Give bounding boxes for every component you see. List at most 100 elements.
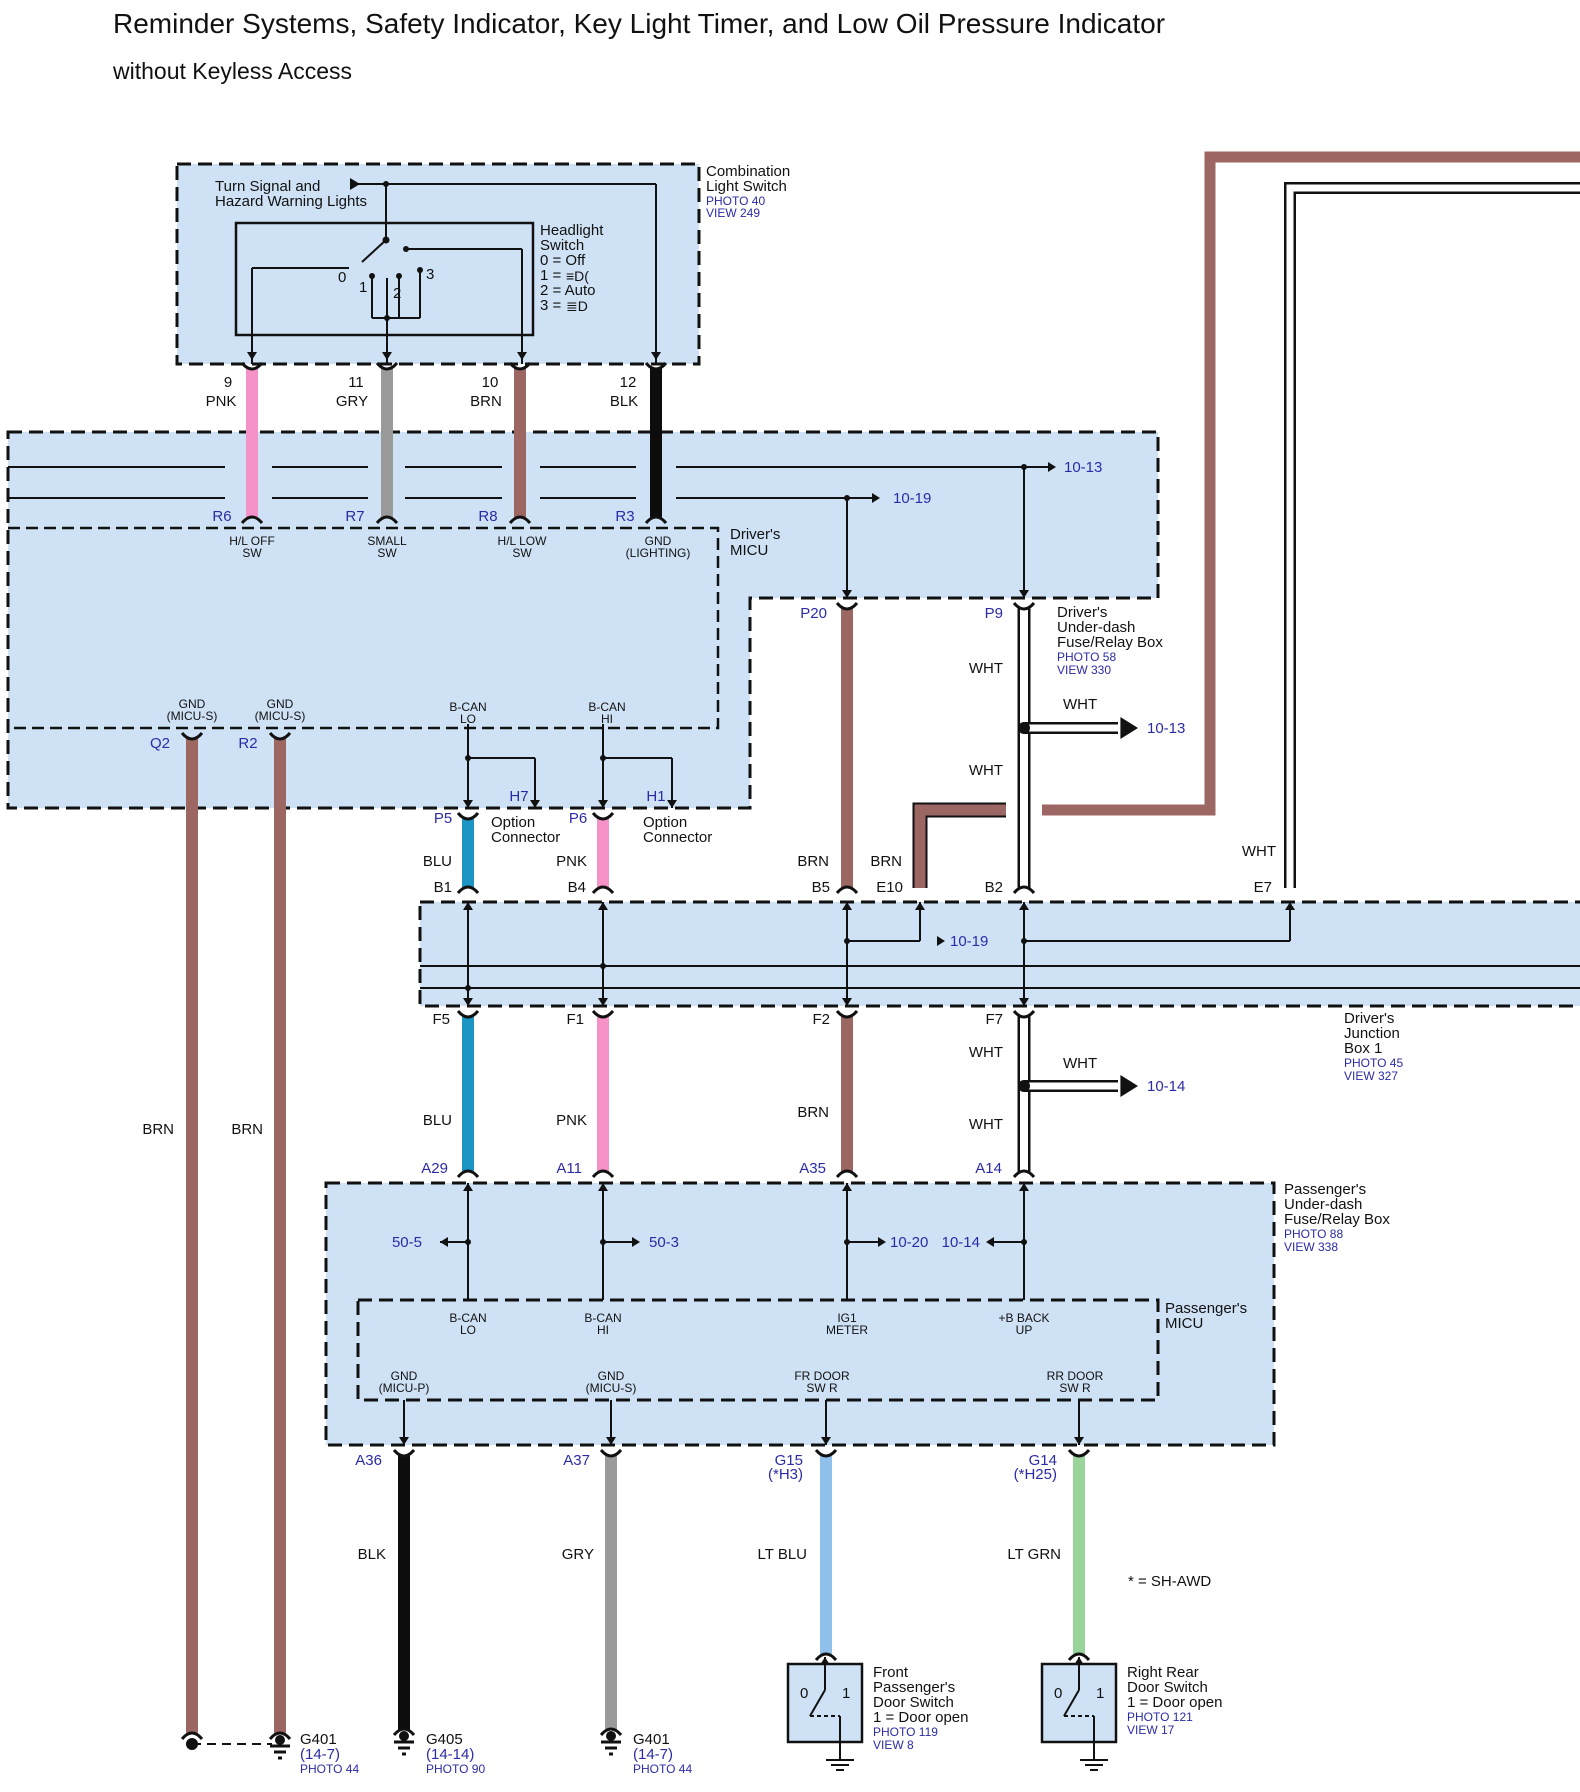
wire-1-terminal-1: [375, 515, 399, 525]
ref-50-5: 50-5: [392, 1234, 422, 1251]
arrow-34: [632, 1237, 640, 1247]
drivers-underdash-name-2: Under-dash: [1057, 619, 1135, 636]
passenger-underdash-pin-0: A29: [421, 1160, 448, 1177]
bcan-hi-label-b: HI: [601, 712, 613, 726]
arrow-25: [606, 1437, 616, 1445]
pin-g15-alt: (*H3): [768, 1466, 803, 1483]
rear-door-name-3: 1 = Door open: [1127, 1694, 1223, 1711]
pin-r2: R2: [238, 735, 257, 752]
ground-1-ref: (14-14): [426, 1746, 474, 1763]
junction-bottom-pin-0: F5: [432, 1011, 450, 1028]
rear-door-photo: PHOTO 121: [1127, 1710, 1193, 1724]
passenger-micu-output-3-a: RR DOOR: [1047, 1369, 1104, 1383]
headlight-switch-label-1: Headlight: [540, 222, 604, 239]
drivers-junction-name-2: Junction: [1344, 1025, 1400, 1042]
combo-switch-name-2: Light Switch: [706, 178, 787, 195]
parking-light-icon: ≡D(: [566, 268, 589, 284]
junction-dot-1: [1021, 464, 1027, 470]
wire-label-lt-grn: LT GRN: [1007, 1546, 1061, 1563]
wire-label-lt-blu: LT BLU: [758, 1546, 807, 1563]
arrow-16: [463, 998, 473, 1006]
ref-50-3: 50-3: [649, 1234, 679, 1251]
junction-dot-9: [600, 1239, 606, 1245]
front-door-name-3: Door Switch: [873, 1694, 954, 1711]
right-rear-door-switch: [1040, 1657, 1118, 1771]
pin-a36: A36: [355, 1452, 382, 1469]
headlight-pos-2: 2 = Auto: [540, 282, 595, 299]
combination-switch-box: [175, 162, 701, 366]
combo-switch-name-1: Combination: [706, 163, 790, 180]
drivers-junction-photo: PHOTO 45: [1344, 1056, 1403, 1070]
arrow-13: [915, 902, 925, 910]
wire-2-terminal-0: [508, 361, 532, 371]
wire-label-pnk-1: PNK: [556, 853, 587, 870]
passenger-micu-input-0-b: LO: [460, 1323, 476, 1337]
wire-label-brn-3: BRN: [797, 1104, 829, 1121]
gnd-r2-label-b: (MICU-S): [255, 709, 306, 723]
passenger-micu-output-0-b: (MICU-P): [379, 1381, 430, 1395]
arrow-2: [517, 352, 527, 360]
option-connector-1-b: Connector: [491, 829, 560, 846]
drivers-micu-name-1: Driver's: [730, 526, 780, 543]
junction-bottom-pin-3: F7: [985, 1011, 1003, 1028]
micu-input-label-3-a: GND: [645, 534, 672, 548]
ground-0-ref: (14-7): [300, 1746, 340, 1763]
wire-label-wht-6: WHT: [1063, 1055, 1097, 1072]
bcan-lo-label-a: B-CAN: [449, 700, 486, 714]
passenger-micu-input-1-a: B-CAN: [584, 1311, 621, 1325]
arrow-9: [667, 800, 677, 808]
pin-a37: A37: [563, 1452, 590, 1469]
ground-2-name: G401: [633, 1731, 670, 1748]
drivers-underdash-view: VIEW 330: [1057, 663, 1111, 677]
wire-label-wht-1: WHT: [969, 660, 1003, 677]
headlight-switch-label-2: Switch: [540, 237, 584, 254]
arrow-3: [651, 352, 661, 360]
wire-brn-top-route: [1042, 151, 1580, 816]
micu-input-label-1-b: SW: [377, 546, 397, 560]
wire-8-terminal-1: [456, 885, 480, 895]
wire-wht-e7-route-fill: [1286, 184, 1580, 888]
drivers-micu-inner-border: [8, 526, 720, 730]
passengers-micu-name-1: Passenger's: [1165, 1300, 1247, 1317]
wire-11-terminal-1: [591, 1169, 615, 1179]
wire-3-terminal-0: [644, 361, 668, 371]
arrow-markers: [247, 352, 1295, 1665]
wire-14-terminal-1: [392, 1727, 416, 1737]
passenger-underdash-pin-1: A11: [556, 1160, 582, 1177]
wire-segments: [180, 361, 1091, 1741]
pin-q2: Q2: [150, 735, 170, 752]
ref-10-19-a: 10-19: [893, 490, 931, 507]
gnd-r2-label-a: GND: [267, 697, 294, 711]
wire-15-terminal-1: [599, 1727, 623, 1737]
gnd-q2-label-a: GND: [179, 697, 206, 711]
wire-17-terminal-0: [1067, 1448, 1091, 1458]
wire-12-terminal-0: [835, 1009, 859, 1019]
switch-num-1: 1: [359, 279, 367, 296]
passengers-underdash-name-2: Under-dash: [1284, 1196, 1362, 1213]
color-pnk-top: PNK: [206, 393, 237, 410]
drivers-micu-bus-lines: [8, 466, 1048, 808]
ground-0-name: G401: [300, 1731, 337, 1748]
ground-1-photo: PHOTO 90: [426, 1762, 485, 1776]
junction-top-pin-5: E7: [1254, 879, 1272, 896]
passenger-micu-input-2-b: METER: [826, 1323, 868, 1337]
ref-10-13-b: 10-13: [1147, 720, 1185, 737]
pin-h1: H1: [646, 788, 665, 805]
color-gry-top: GRY: [336, 393, 368, 410]
pin-r7: R7: [345, 508, 364, 525]
junction-dot-11: [1021, 1239, 1027, 1245]
wire-label-blu-2: BLU: [423, 1112, 452, 1129]
option-connector-2-b: Connector: [643, 829, 712, 846]
switch-num-3: 3: [426, 266, 434, 283]
pin-g14: G14: [1029, 1452, 1057, 1469]
micu-input-label-2-b: SW: [512, 546, 532, 560]
wire-10-terminal-0: [456, 1009, 480, 1019]
wire-15-terminal-0: [599, 1448, 623, 1458]
wire-label-brn-1: BRN: [797, 853, 829, 870]
rear-switch-num-0: 0: [1054, 1685, 1062, 1702]
passenger-micu-input-3-b: UP: [1016, 1323, 1033, 1337]
wire-label-gry: GRY: [562, 1546, 594, 1563]
micu-input-label-0-a: H/L OFF: [229, 534, 275, 548]
passenger-micu-output-0-a: GND: [391, 1369, 418, 1383]
switch-num-2: 2: [393, 285, 401, 302]
